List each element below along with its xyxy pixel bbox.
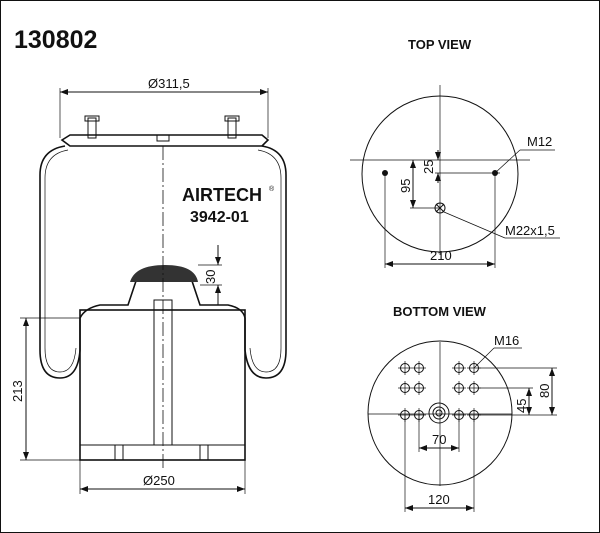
piston <box>79 309 246 461</box>
bottom-view: BOTTOM VIEW M16 70 120 45 80 <box>367 304 557 512</box>
dim-row-small: 45 <box>514 399 529 413</box>
center-boss <box>428 402 450 424</box>
part-number: 130802 <box>14 26 97 54</box>
stud-left <box>87 117 97 139</box>
dim-width: 210 <box>430 248 452 263</box>
brand-registered: ® <box>269 185 275 193</box>
stud-thread: M12 <box>527 134 552 149</box>
brand-label: AIRTECH <box>182 185 262 205</box>
bottom-view-title: BOTTOM VIEW <box>393 304 487 319</box>
air-inlet <box>156 134 170 142</box>
port-thread: M22x1,5 <box>505 223 555 238</box>
top-view: TOP VIEW M12 M22x1,5 25 95 210 <box>350 37 560 268</box>
dim-row-large: 80 <box>537 384 552 398</box>
dim-offset-small: 25 <box>421 160 436 174</box>
bottom-thread: M16 <box>494 333 519 348</box>
top-plate <box>60 134 270 147</box>
dim-cap: 30 <box>203 270 218 284</box>
model-label: 3942-01 <box>190 209 249 226</box>
side-view: Ø311,5 AIRTECH ® 3942-01 30 213 <box>10 76 287 494</box>
top-view-title: TOP VIEW <box>408 37 472 52</box>
dim-height: 213 <box>10 380 25 402</box>
dim-offset-large: 95 <box>398 179 413 193</box>
bumper-cap <box>130 265 198 282</box>
dim-piston-diameter: Ø250 <box>143 473 175 488</box>
dim-top-diameter: Ø311,5 <box>148 76 190 91</box>
stud-right <box>227 117 237 139</box>
dim-inner-spacing: 70 <box>432 432 446 447</box>
dim-outer-spacing: 120 <box>428 492 450 507</box>
